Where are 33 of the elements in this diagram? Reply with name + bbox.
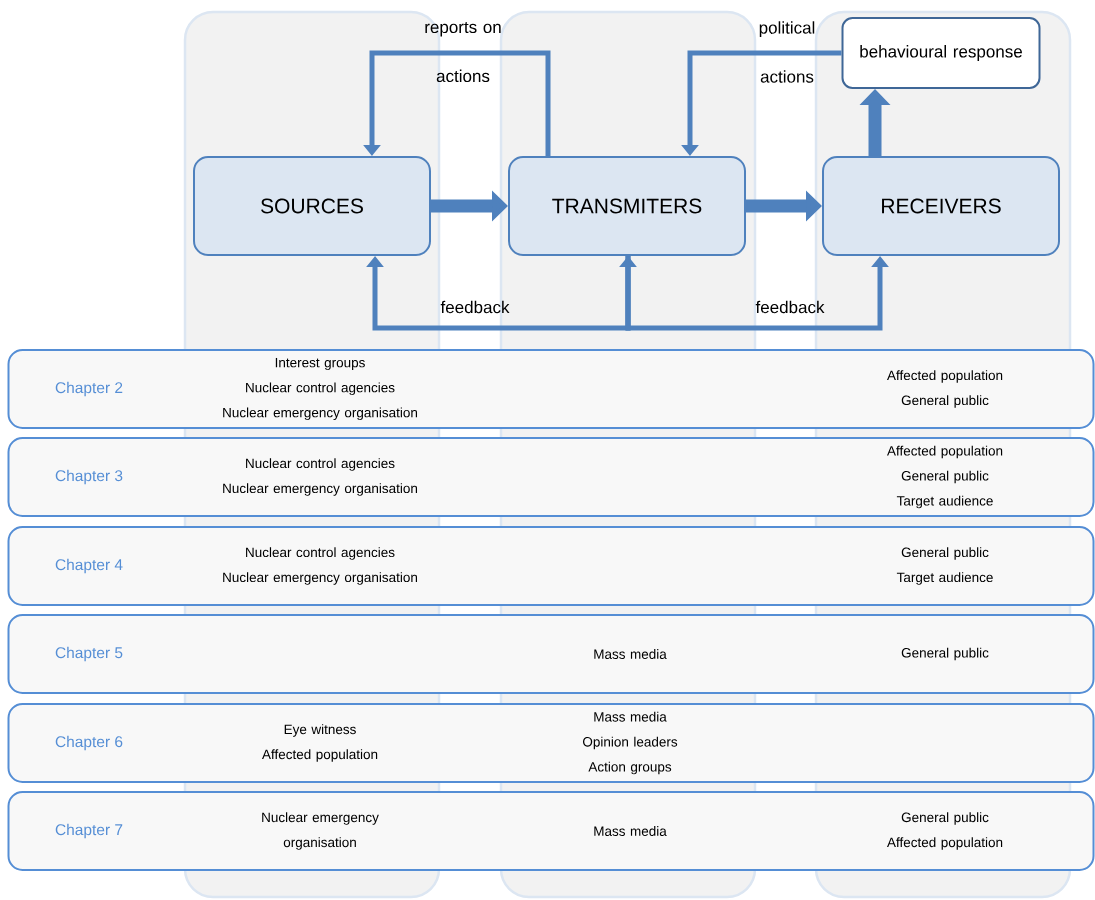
list-text: Mass media Opinion leaders Action groups [583,711,678,775]
process-box: TRANSMITERS [508,156,746,256]
edge-label: political actions [759,21,815,83]
table-row [7,703,1095,783]
edge-label: feedback [755,300,825,314]
table-row [7,349,1095,429]
list-text: Mass media [594,649,667,659]
chapter-label: Chapter 7 [55,823,123,839]
process-box: RECEIVERS [822,156,1060,256]
table-row [7,614,1095,694]
chapter-label: Chapter 5 [55,646,123,662]
list-text: Interest groups Nuclear control agencies Nuclear emergency organisation [223,357,417,421]
edge-label: feedback [440,300,510,314]
response-box: behavioural response [841,17,1041,89]
list-text: Affected population General public [887,370,1003,408]
list-text: General public Affected population [887,812,1003,850]
chapter-label: Chapter 3 [55,469,123,485]
list-text: Nuclear control agencies Nuclear emergency organisation [223,547,417,585]
chapter-label: Chapter 4 [55,558,123,574]
edge-label: reports on actions [425,21,501,83]
list-text: General public Target audience [896,547,993,585]
chapter-label: Chapter 2 [55,381,123,397]
process-box: SOURCES [193,156,431,256]
list-text: General public [901,647,989,661]
table-row [7,526,1095,606]
chapter-label: Chapter 6 [55,735,123,751]
list-text: Eye witness Affected population [262,724,378,762]
list-text: Mass media [594,826,667,836]
list-text: Affected population General public Target audience [887,445,1003,509]
table-row [7,437,1095,517]
list-text: Nuclear control agencies Nuclear emergency organisation [223,458,417,496]
table-row [7,791,1095,871]
list-text: Nuclear emergency organisation [262,812,379,850]
